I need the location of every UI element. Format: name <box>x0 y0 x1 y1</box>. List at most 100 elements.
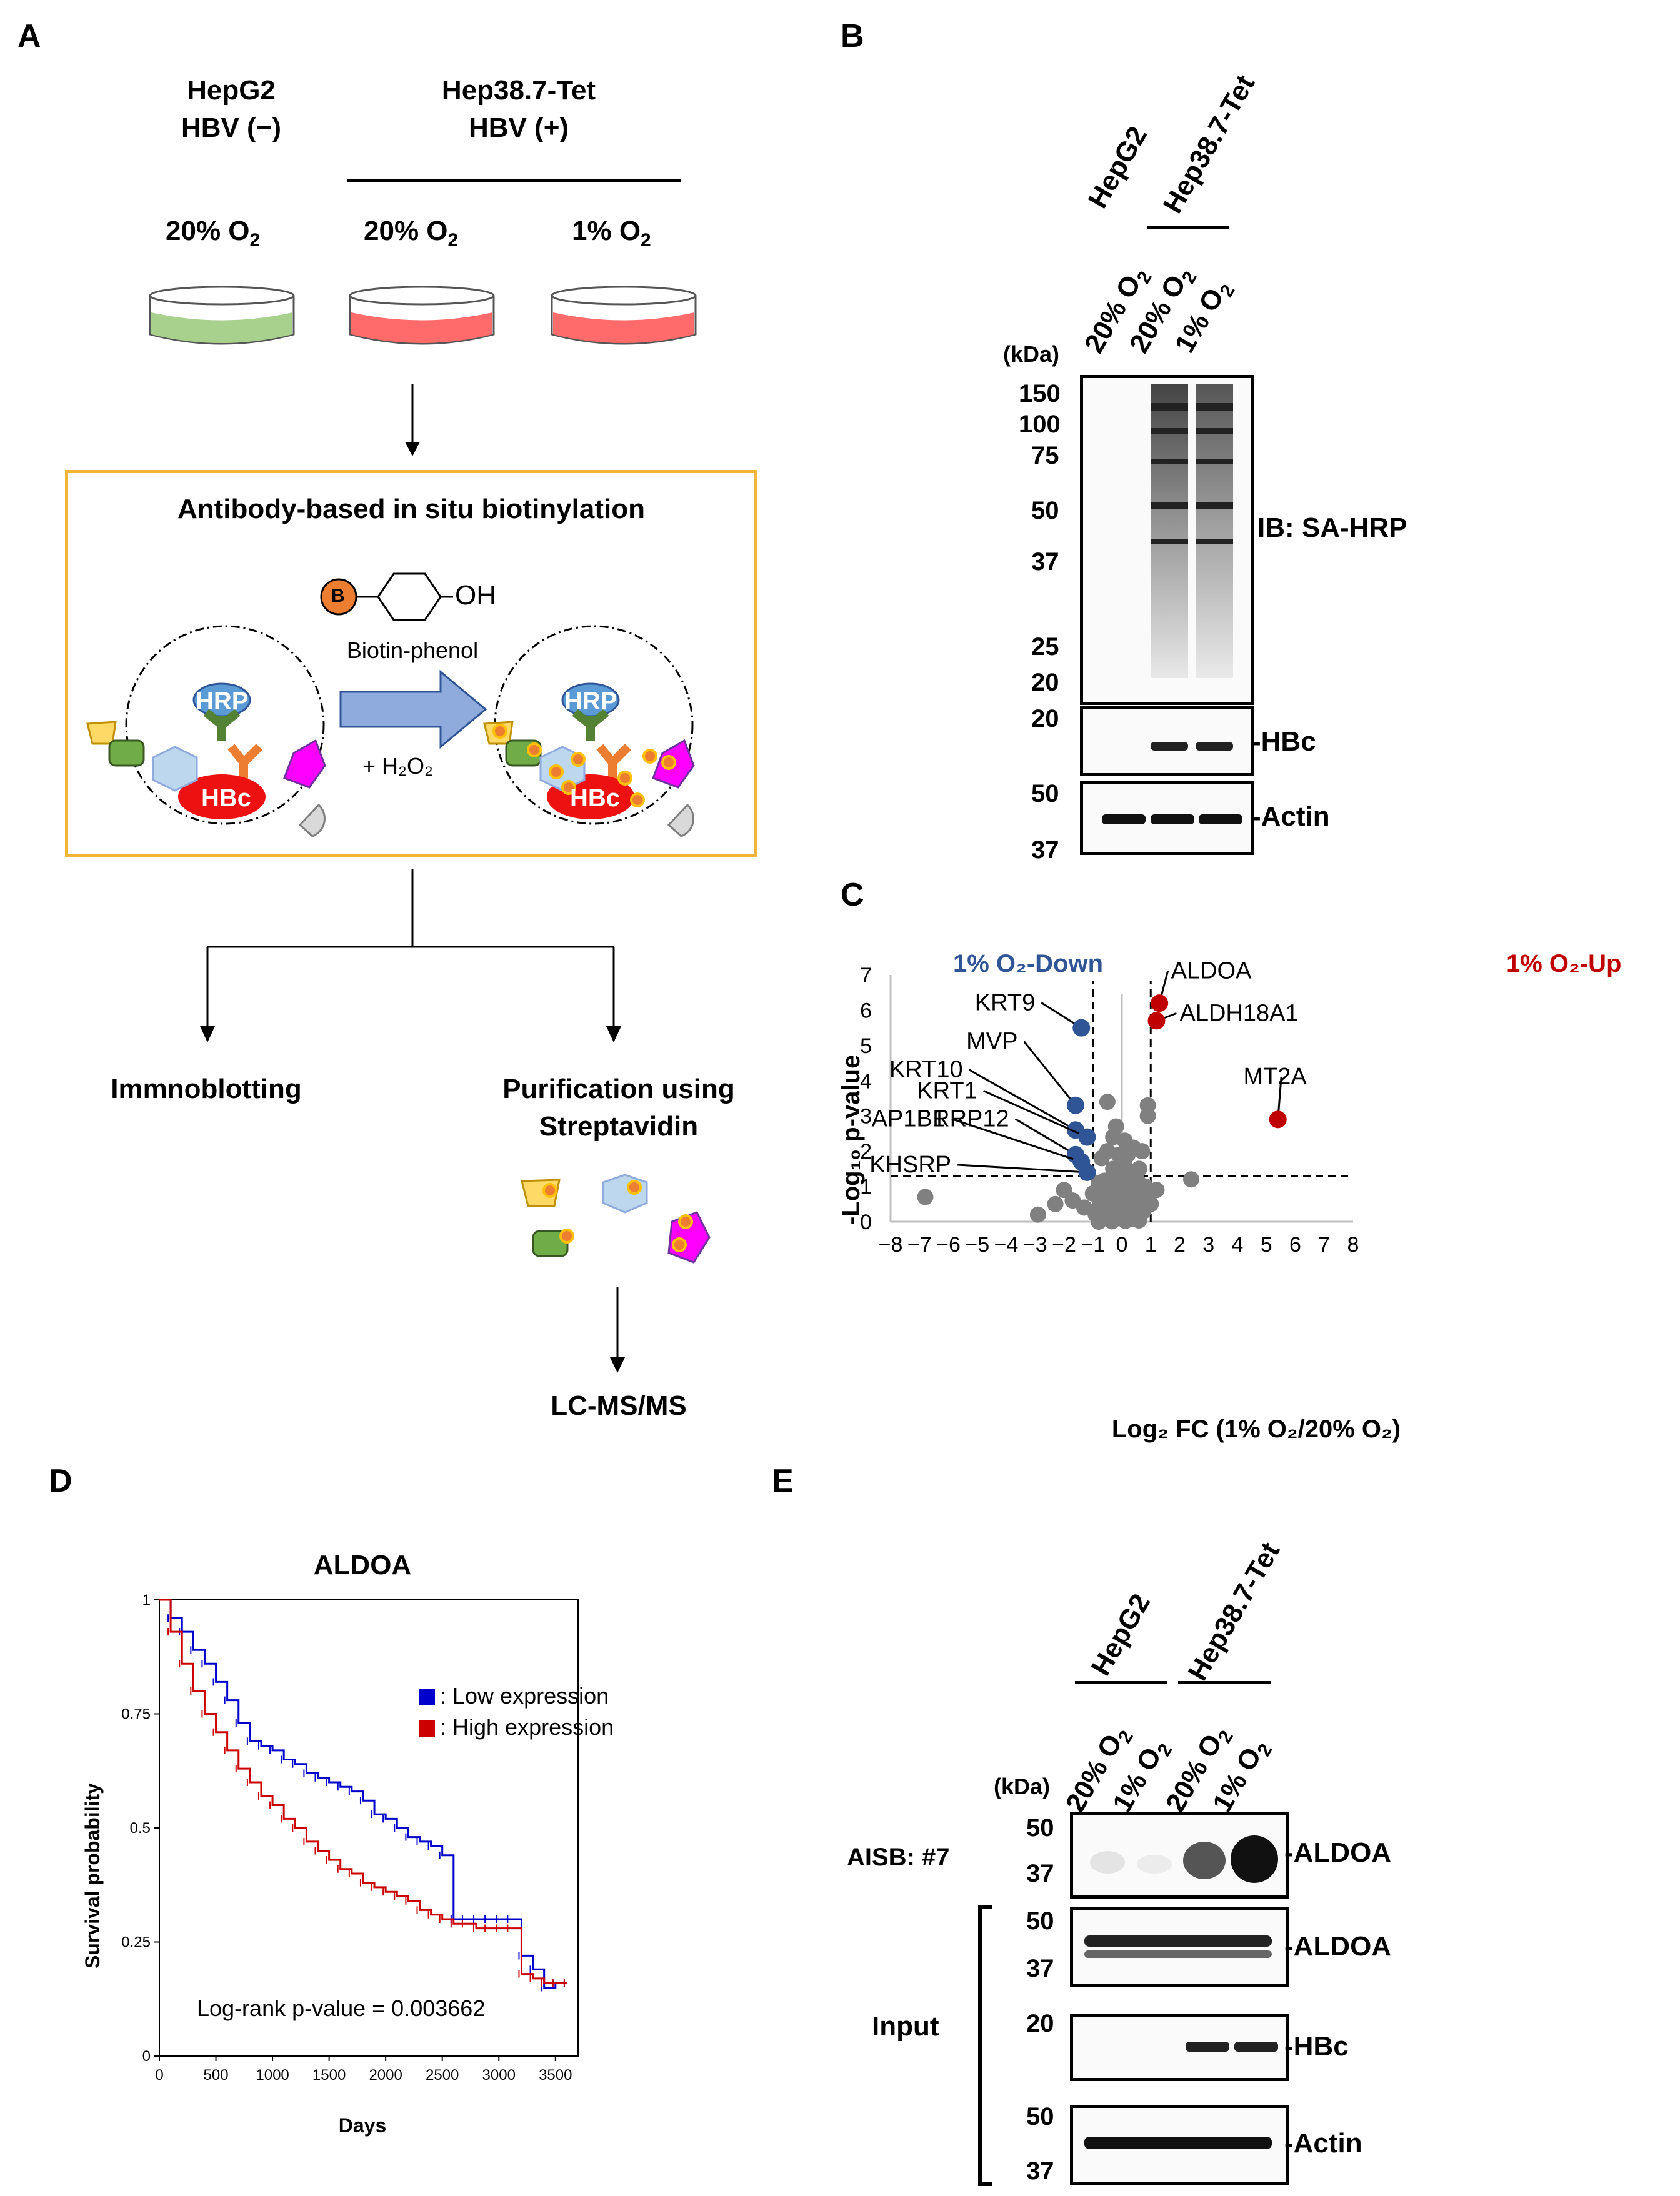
e-actin-label: -Actin <box>1284 2128 1362 2159</box>
gene-label-aldh18a1: ALDH18A1 <box>1180 1000 1299 1026</box>
panel-letter-a: A <box>18 18 41 54</box>
hbc-label-right: HBc <box>570 784 621 812</box>
ns-point <box>1047 1195 1064 1212</box>
x-tick-label: 6 <box>1289 1233 1301 1257</box>
survival-curve-high <box>159 1599 567 1984</box>
e-hbc-marker-20: 20 <box>1026 2010 1054 2037</box>
e-aisb-label: AISB: #7 <box>847 1844 950 1871</box>
gene-point-aldoa <box>1151 994 1169 1012</box>
hrp-label-right: HRP <box>564 687 618 715</box>
x-tick-label: 2 <box>1174 1233 1186 1257</box>
gene-label-khsrp: KHSRP <box>869 1152 951 1178</box>
x-tick-label: 4 <box>1232 1233 1244 1257</box>
gene-point-krt1 <box>1078 1128 1096 1146</box>
gene-point-mvp <box>1067 1096 1084 1114</box>
ns-point <box>1094 1204 1111 1221</box>
gene-label-rrp12: RRP12 <box>932 1106 1009 1132</box>
ns-point <box>1029 1206 1046 1223</box>
c-legend-down: 1% O₂-Down <box>953 950 1103 977</box>
b-marker-25: 25 <box>1031 633 1059 661</box>
x-tick-label: 0 <box>155 2067 163 2084</box>
e-input-aldoa-label: -ALDOA <box>1284 1931 1392 1962</box>
b-group-hep38: Hep38.7-Tet <box>1157 69 1261 219</box>
legend-low-swatch <box>419 1689 435 1706</box>
gene-label-krt9: KRT9 <box>975 989 1035 1016</box>
e-hbc-label: -HBc <box>1284 2031 1349 2062</box>
cell-before-diagram <box>86 625 326 837</box>
y-tick-label: 3 <box>860 1105 872 1129</box>
dish-green <box>149 286 295 345</box>
y-tick-label: 6 <box>860 999 872 1022</box>
panel-letter-b: B <box>841 18 864 54</box>
x-tick-label: −3 <box>1023 1233 1048 1257</box>
x-tick-label: 1000 <box>256 2067 289 2084</box>
input-bracket <box>978 1905 992 2186</box>
reaction-arrow-icon <box>339 669 488 749</box>
biotin-phenol-icon <box>320 572 453 621</box>
cell-after-diagram <box>483 625 695 837</box>
branch-arrows <box>200 869 621 1042</box>
hrp-label-left: HRP <box>196 687 249 715</box>
survival-frame <box>159 1599 579 2057</box>
ns-point <box>1139 1107 1156 1124</box>
purification-label-1: Purification using <box>502 1074 735 1104</box>
b-actin-blot <box>1080 781 1254 855</box>
e-input-marker-37: 37 <box>1026 1955 1054 1982</box>
hbc-label-left: HBc <box>201 784 252 812</box>
y-tick-label: 0 <box>142 2048 151 2065</box>
gene-point-aldh18a1 <box>1148 1012 1166 1030</box>
b-marker-100: 100 <box>1019 411 1061 438</box>
label-leader-line <box>1023 1041 1077 1106</box>
b-hbc-label: -HBc <box>1252 726 1316 757</box>
ns-point <box>1134 1143 1151 1160</box>
panel-letter-d: D <box>49 1463 72 1499</box>
e-kda-label: (kDa) <box>994 1774 1051 1799</box>
b-marker-50: 50 <box>1031 497 1059 524</box>
lcms-label: LC-MS/MS <box>551 1390 687 1421</box>
x-tick-label: 0 <box>1116 1233 1128 1257</box>
d-legend-high: : High expression <box>419 1714 614 1740</box>
y-tick-label: 0.25 <box>121 1934 151 1951</box>
cond-20-hepg2: 20% O2 <box>166 216 261 251</box>
panel-letter-e: E <box>772 1463 794 1499</box>
b-hbc-bands <box>1151 742 1233 751</box>
d-xlabel: Days <box>338 2114 387 2137</box>
gene-label-mvp: MVP <box>966 1029 1018 1055</box>
b-sa-hrp-blot <box>1080 375 1254 705</box>
y-tick-label: 0.5 <box>130 1820 151 1837</box>
ns-point <box>1148 1182 1165 1199</box>
d-ylabel: Survival probability <box>81 1783 104 1969</box>
b-actin-marker-37: 37 <box>1031 836 1059 864</box>
x-tick-label: −7 <box>908 1233 932 1257</box>
x-tick-label: 8 <box>1348 1233 1359 1257</box>
x-tick-label: −4 <box>994 1233 1019 1257</box>
x-tick-label: −8 <box>879 1233 903 1257</box>
y-tick-label: 7 <box>860 964 872 987</box>
x-tick-label: 2500 <box>426 2067 459 2084</box>
c-ylabel: -Log₁₀ p-value <box>838 1054 865 1225</box>
ns-point <box>1112 1182 1129 1199</box>
b-marker-150: 150 <box>1019 380 1061 407</box>
purified-proteins-icon <box>521 1174 711 1264</box>
gene-label-ap1b1: AP1B1 <box>872 1106 946 1132</box>
e-aisb-bands <box>1090 1835 1278 1883</box>
hep38-label: Hep38.7-Tet <box>441 75 596 106</box>
x-tick-label: −2 <box>1052 1233 1076 1257</box>
e-actin-blot <box>1070 2105 1289 2185</box>
y-tick-label: 1 <box>860 1175 872 1199</box>
b-hbc-blot <box>1080 706 1254 776</box>
survival-curve-low <box>159 1599 567 1989</box>
arrow-down-lcms-icon <box>610 1287 625 1373</box>
arrow-down-icon <box>405 384 420 456</box>
dish-red-1 <box>551 286 697 345</box>
ns-point <box>1129 1202 1146 1219</box>
e-input-aldoa-bands <box>1084 1935 1272 1958</box>
b-group-hepg2: HepG2 <box>1082 121 1154 214</box>
hbv-negative-label: HBV (−) <box>181 112 282 143</box>
ns-point <box>1099 1094 1116 1110</box>
d-title: ALDOA <box>313 1550 412 1580</box>
x-tick-label: 2000 <box>369 2067 402 2084</box>
e-hep38-line <box>1178 1681 1271 1684</box>
e-aisb-marker-37: 37 <box>1026 1860 1054 1887</box>
